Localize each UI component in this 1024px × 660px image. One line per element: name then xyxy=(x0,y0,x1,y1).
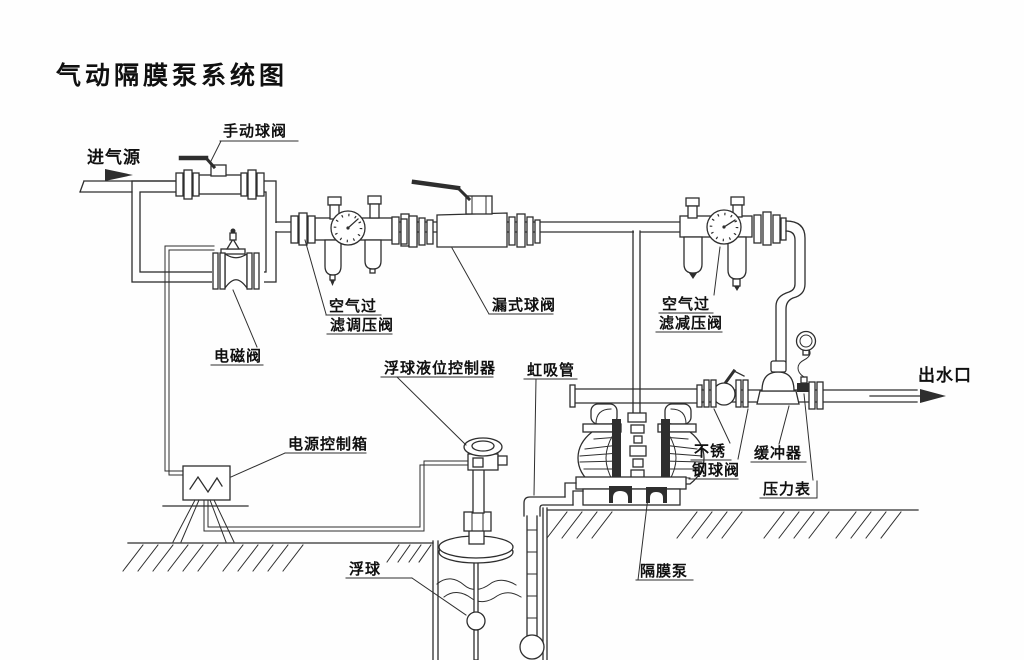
inlet-arrow xyxy=(105,169,133,181)
buffer-cap xyxy=(770,360,787,373)
pump-inlet-riser xyxy=(564,482,584,506)
outlet-flange xyxy=(816,381,824,410)
svg-text:空气过: 空气过 xyxy=(329,297,377,315)
label-float-ball: 浮球 xyxy=(345,560,467,616)
valve-body xyxy=(436,212,508,248)
label-buffer: 缓冲器 xyxy=(750,405,807,463)
valve-body xyxy=(198,174,242,195)
air-filter-regulator xyxy=(290,195,418,286)
filter-bowl xyxy=(364,239,382,270)
buffer xyxy=(756,360,800,405)
label-diaphragm-pump: 隔膜泵 xyxy=(635,496,694,581)
label-float-level-controller: 浮球液位控制器 xyxy=(380,359,496,446)
svg-text:钢球阀: 钢球阀 xyxy=(692,461,740,479)
svg-text:手动球阀: 手动球阀 xyxy=(223,122,287,140)
clamp-band xyxy=(612,419,621,486)
label-solenoid-valve: 电磁阀 xyxy=(210,289,264,366)
svg-text:虹吸管: 虹吸管 xyxy=(527,361,575,379)
controller-stem xyxy=(472,468,485,514)
gauge-connector xyxy=(797,383,810,392)
float-rod xyxy=(473,559,479,614)
siphon-tube xyxy=(519,482,584,660)
label-leak-ball-valve: 漏式球阀 xyxy=(451,247,556,315)
gauge-dial xyxy=(795,330,817,352)
svg-text:浮球液位控制器: 浮球液位控制器 xyxy=(384,359,496,377)
gauge-needle xyxy=(347,218,359,229)
diaphragm-pump xyxy=(575,403,705,506)
water-wave xyxy=(443,592,522,603)
label-pressure-gauge: 压力表 xyxy=(759,393,818,499)
pump-air-drop-pipe xyxy=(632,230,641,417)
label-power-control-box: 电源控制箱 xyxy=(230,435,368,478)
svg-text:缓冲器: 缓冲器 xyxy=(754,444,802,462)
controller-cap xyxy=(463,437,503,457)
svg-text:电磁阀: 电磁阀 xyxy=(214,347,262,365)
svg-text:压力表: 压力表 xyxy=(763,480,811,498)
svg-text:滤调压阀: 滤调压阀 xyxy=(330,316,394,334)
manual-ball-valve xyxy=(175,155,265,200)
valve-handle xyxy=(411,179,461,191)
pressure-gauge xyxy=(795,330,824,410)
gauge-needle xyxy=(723,219,736,228)
ground-left xyxy=(122,542,434,572)
label-manual-ball-valve: 手动球阀 xyxy=(210,122,299,162)
page-title: 气动隔膜泵系统图 xyxy=(55,61,288,90)
float-ball xyxy=(466,611,486,631)
filter-bowl xyxy=(683,236,703,274)
signal-zigzag xyxy=(189,475,223,494)
svg-text:不锈: 不锈 xyxy=(694,442,726,460)
ground-right xyxy=(546,509,919,539)
float-level-controller xyxy=(438,437,514,660)
foot-ball xyxy=(519,634,545,660)
reducer-to-buffer-pipe xyxy=(775,220,806,363)
label-stainless-steel-ball-valve: 不锈 钢球阀 xyxy=(688,408,749,480)
inlet-pipe xyxy=(79,169,177,193)
stainless-steel-ball-valve xyxy=(703,368,749,408)
svg-text:浮球: 浮球 xyxy=(349,560,381,578)
leak-ball-valve xyxy=(400,179,541,248)
tripod-legs xyxy=(172,499,235,543)
filter-bowl xyxy=(324,239,342,276)
pump-chamber-right xyxy=(661,431,705,485)
label-air-filter-regulator: 空气过 滤调压阀 xyxy=(304,239,394,335)
buffer-dome xyxy=(761,371,795,392)
label-air-inlet: 进气源 xyxy=(87,147,141,168)
solenoid-valve xyxy=(212,228,264,290)
label-air-filter-reducer: 空气过 滤减压阀 xyxy=(655,246,723,333)
control-wires xyxy=(164,245,469,532)
svg-text:隔膜泵: 隔膜泵 xyxy=(640,562,688,580)
air-filter-reducer xyxy=(679,196,787,291)
nut xyxy=(463,511,492,532)
power-control-box xyxy=(162,465,249,543)
label-siphon-tube: 虹吸管 xyxy=(523,361,578,496)
outlet-arrow xyxy=(920,389,946,403)
svg-text:漏式球阀: 漏式球阀 xyxy=(492,296,556,314)
buffer-base xyxy=(756,390,800,405)
svg-text:空气过: 空气过 xyxy=(662,295,710,313)
clamp-band xyxy=(661,419,670,486)
actuator-cone xyxy=(225,237,241,250)
label-water-outlet: 出水口 xyxy=(918,365,972,386)
outlet-flange xyxy=(808,381,816,410)
svg-text:电源控制箱: 电源控制箱 xyxy=(288,435,368,453)
box xyxy=(182,465,231,501)
svg-text:滤减压阀: 滤减压阀 xyxy=(659,314,723,332)
air-inlet-connector xyxy=(627,412,647,423)
labels: 气动隔膜泵系统图 进气源 手动球阀 电磁阀 空气过 滤调压阀 漏式球阀 空气过 … xyxy=(55,61,972,616)
